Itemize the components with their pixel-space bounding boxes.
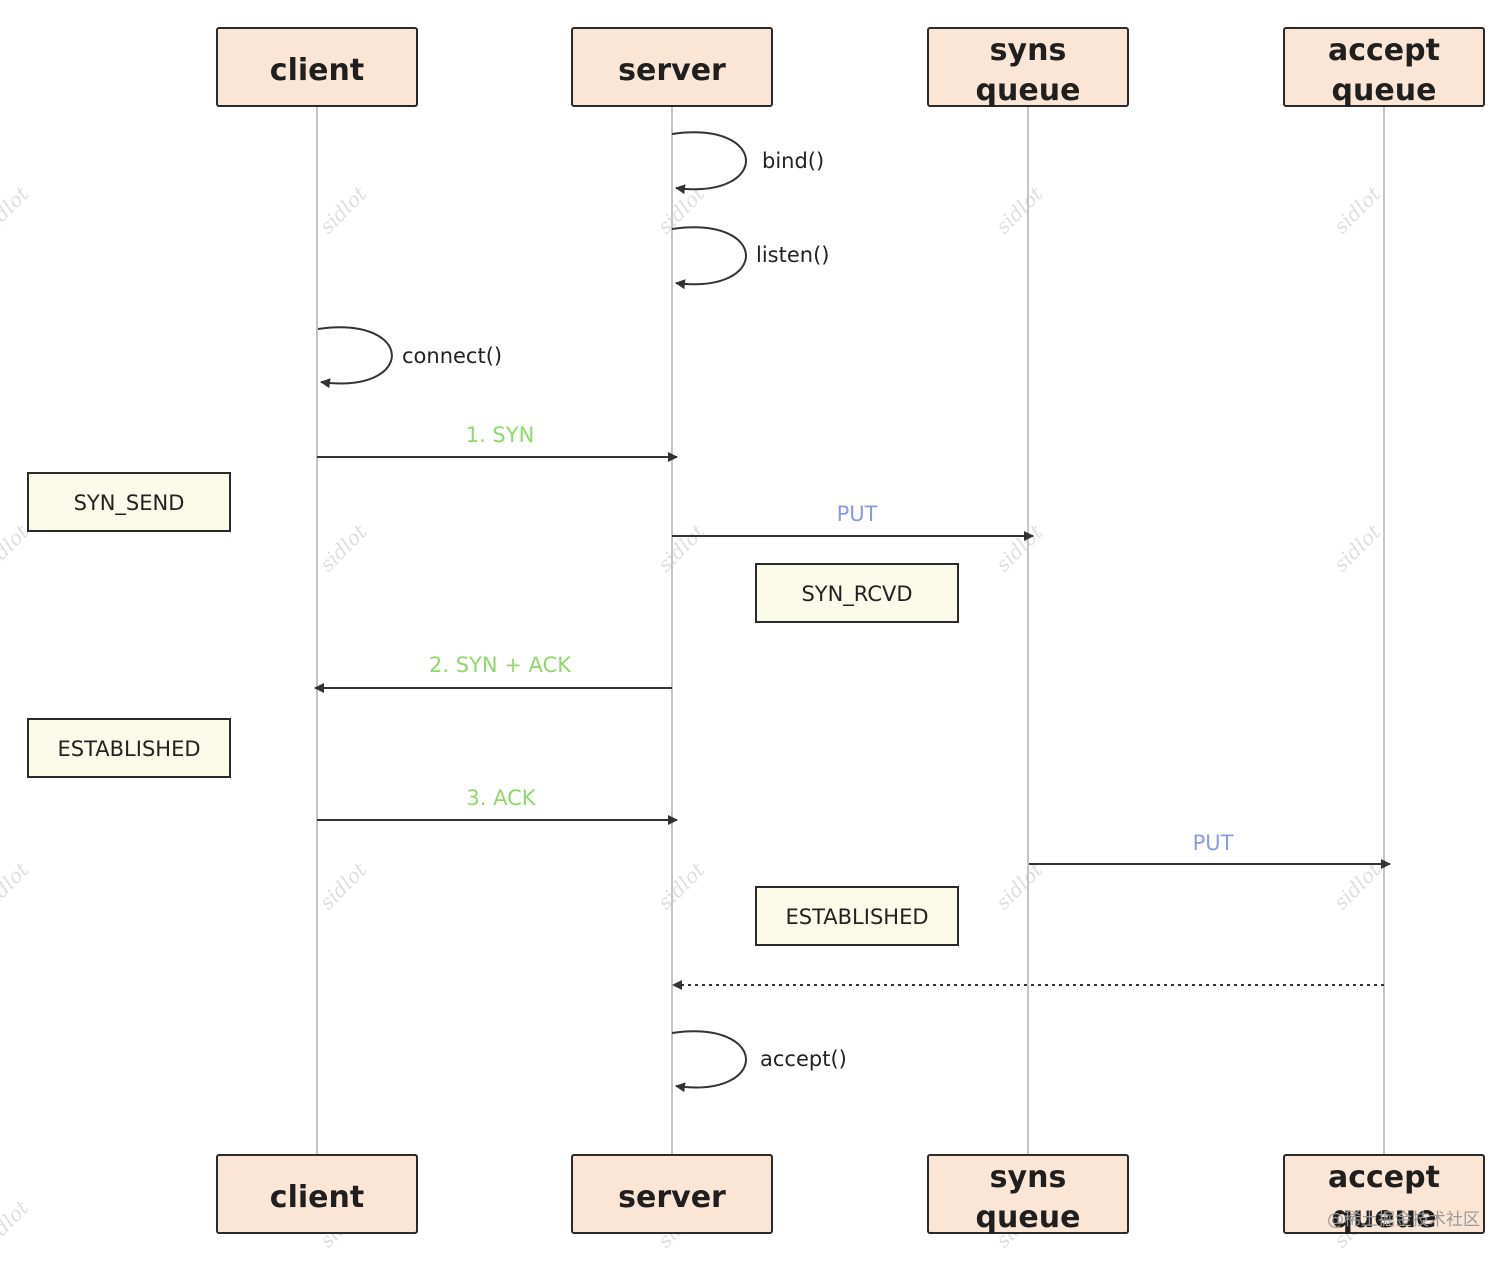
watermark-text: sidlot [1329, 519, 1386, 576]
message-ack: 3. ACK [317, 786, 678, 825]
state-server-established: ESTABLISHED [755, 886, 959, 946]
message-label: 2. SYN + ACK [429, 653, 572, 677]
self-call-connect: connect() [317, 326, 502, 389]
participant-label: server [618, 1180, 726, 1215]
watermark-text: sidlot [991, 857, 1048, 914]
participant-accept-queue-bottom: accept queue [1283, 1154, 1485, 1235]
watermark-text: sidlot [315, 519, 372, 576]
participant-label: queue [976, 73, 1081, 108]
call-label: accept() [760, 1047, 847, 1071]
watermark-text: sidlot [653, 519, 710, 576]
watermark-text: sidlot [1329, 857, 1386, 914]
state-label: SYN_RCVD [801, 582, 912, 607]
message-label: PUT [837, 502, 878, 526]
message-label: 1. SYN [466, 423, 535, 447]
participant-label: client [270, 53, 364, 88]
participant-label: queue [976, 1200, 1081, 1235]
watermark-text: sidlot [1329, 181, 1386, 238]
participant-label: syns [990, 1160, 1067, 1195]
watermark-text: sidlot [991, 519, 1048, 576]
participant-client-bottom: client [216, 1154, 418, 1234]
footer-credit: @稀土掘金技术社区 [1327, 1210, 1480, 1230]
message-label: PUT [1193, 831, 1234, 855]
self-call-listen: listen() [671, 226, 829, 290]
participant-label: queue [1332, 73, 1437, 108]
call-label: bind() [762, 149, 824, 173]
participant-label: accept [1328, 1160, 1440, 1195]
watermark-layer: sidlot sidlot sidlot sidlot sidlot sidlot sidl… [0, 181, 1386, 1252]
message-syn-ack: 2. SYN + ACK [314, 653, 672, 693]
participant-syns-queue-bottom: syns queue [927, 1154, 1129, 1235]
watermark-text: sidlot [315, 181, 372, 238]
participant-syns-queue-top: syns queue [927, 27, 1129, 108]
participant-label: server [618, 53, 726, 88]
call-label: listen() [756, 243, 829, 267]
message-put-syns-queue: PUT [672, 502, 1034, 541]
participant-client-top: client [216, 27, 418, 107]
state-client-established: ESTABLISHED [27, 718, 231, 778]
state-label: SYN_SEND [74, 491, 185, 516]
watermark-text: sidlot [315, 857, 372, 914]
participant-server-top: server [571, 27, 773, 107]
watermark-text: sidlot [0, 857, 34, 914]
watermark-text: sidlot [0, 181, 34, 238]
self-call-accept: accept() [671, 1030, 847, 1093]
participant-label: syns [990, 33, 1067, 68]
message-put-accept-queue: PUT [1029, 831, 1391, 869]
state-label: ESTABLISHED [785, 905, 928, 929]
watermark-text: sidlot [0, 1195, 34, 1252]
call-label: connect() [402, 344, 502, 368]
watermark-text: sidlot [653, 857, 710, 914]
participant-label: client [270, 1180, 364, 1215]
watermark-text: sidlot [991, 181, 1048, 238]
state-client-syn-send: SYN_SEND [27, 472, 231, 532]
message-syn: 1. SYN [317, 423, 678, 462]
state-label: ESTABLISHED [57, 737, 200, 761]
participant-label: accept [1328, 33, 1440, 68]
state-server-syn-rcvd: SYN_RCVD [755, 563, 959, 623]
message-label: 3. ACK [466, 786, 536, 810]
participant-label: queue [1332, 1200, 1437, 1235]
self-call-bind: bind() [671, 131, 824, 195]
participant-accept-queue-top: accept queue [1283, 27, 1485, 108]
participant-server-bottom: server [571, 1154, 773, 1234]
